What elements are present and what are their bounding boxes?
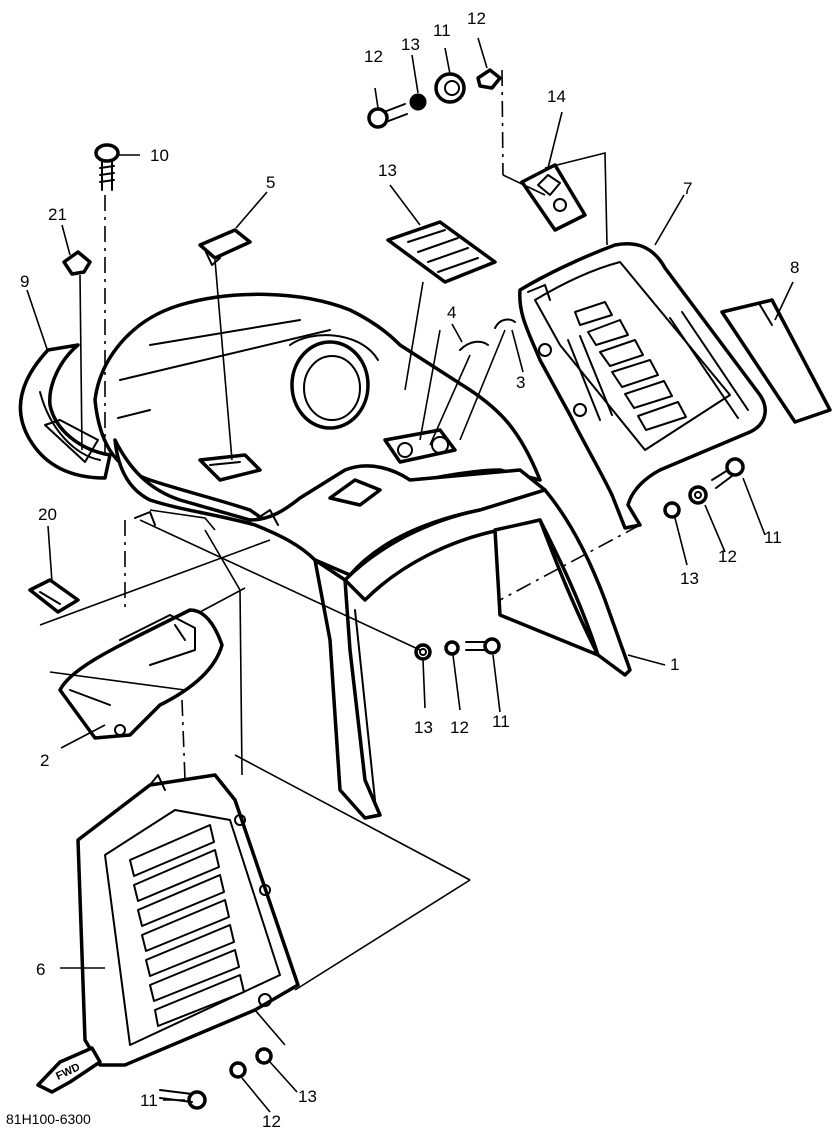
part-5-clip <box>198 228 252 266</box>
callout-4: 4 <box>447 303 456 322</box>
part-7-right-louver-panel <box>518 242 767 530</box>
callout-14: 14 <box>547 87 566 106</box>
callout-11-right: 11 <box>764 528 782 547</box>
callout-numbers: 10 5 13 12 13 11 12 14 7 8 21 9 4 3 11 1… <box>20 9 799 1131</box>
callout-13-middle: 13 <box>414 718 433 737</box>
part-14-switch <box>520 163 587 232</box>
part-2-lower-cover <box>58 608 224 740</box>
fwd-arrow-icon: FWD <box>36 1046 102 1094</box>
callout-11-bottom: 11 <box>140 1091 158 1110</box>
part-21-grommet <box>62 250 92 276</box>
parts-15-18-fittings <box>367 68 502 129</box>
parts-3-4-hooks <box>459 318 516 351</box>
callout-19: 13 <box>378 161 397 180</box>
callout-3: 3 <box>516 373 525 392</box>
fasteners-bottom <box>159 1047 273 1110</box>
part-8-pad <box>720 298 832 424</box>
callout-11-middle: 11 <box>492 712 510 731</box>
callout-10: 10 <box>150 146 169 165</box>
callout-12-right: 12 <box>718 547 737 566</box>
part-9-side-cover <box>18 343 112 480</box>
assembly-lines <box>26 37 794 1113</box>
fasteners-right <box>663 457 745 519</box>
callout-12-bottom: 12 <box>262 1112 281 1131</box>
callout-2: 2 <box>40 751 49 770</box>
part-10-screw <box>94 143 120 191</box>
callout-16: 13 <box>401 35 420 54</box>
callout-1: 1 <box>670 655 679 674</box>
callout-6: 6 <box>36 960 45 979</box>
callout-8: 8 <box>790 258 799 277</box>
callout-21: 21 <box>48 205 67 224</box>
part-19-label <box>386 220 497 284</box>
callout-12-middle: 12 <box>450 718 469 737</box>
callout-7: 7 <box>683 179 692 198</box>
callout-13-bottom: 13 <box>298 1087 317 1106</box>
callout-18: 12 <box>467 9 486 28</box>
callout-5: 5 <box>266 173 275 192</box>
callout-15: 12 <box>364 47 383 66</box>
part-1-front-cowl <box>93 292 632 820</box>
callout-9: 9 <box>20 272 29 291</box>
callout-20: 20 <box>38 505 57 524</box>
part-6-lower-louver-panel <box>76 773 300 1067</box>
fasteners-middle <box>414 637 501 661</box>
callout-13-right: 13 <box>680 569 699 588</box>
callout-17: 11 <box>433 21 451 40</box>
drawing-code: 81H100-6300 <box>6 1111 91 1127</box>
part-20-bracket <box>28 578 80 614</box>
